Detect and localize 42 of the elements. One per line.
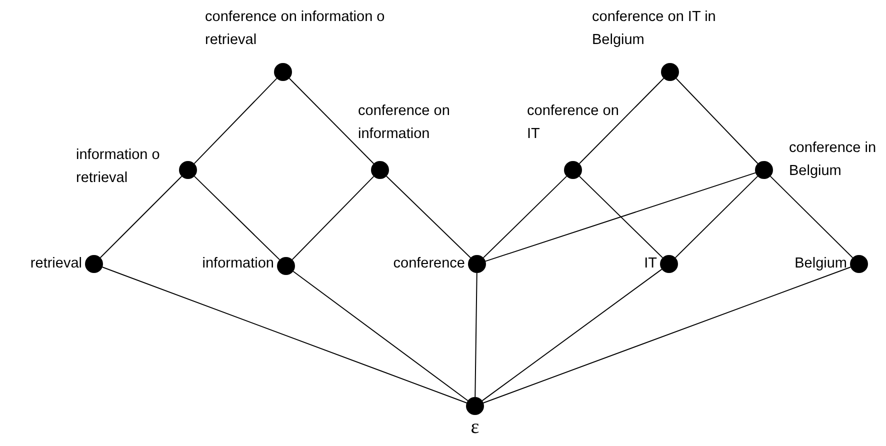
connector-line bbox=[578, 176, 664, 258]
lattice-node-dot bbox=[755, 161, 773, 179]
lattice-node-dot bbox=[466, 397, 484, 415]
lattice-node-dot bbox=[661, 63, 679, 81]
node-label: conference on IT bbox=[527, 102, 620, 144]
connector-line bbox=[482, 176, 568, 258]
node-label: conference on information bbox=[358, 102, 451, 144]
lattice-node-dot bbox=[468, 255, 486, 273]
lattice-node-dot bbox=[274, 63, 292, 81]
connector-line bbox=[386, 176, 472, 258]
connector-line bbox=[482, 266, 852, 404]
lattice-node-dot bbox=[179, 161, 197, 179]
connector-line bbox=[100, 176, 182, 258]
connector-line bbox=[288, 78, 374, 164]
lattice-node-dot bbox=[85, 255, 103, 273]
connector-line bbox=[292, 176, 374, 260]
connector-line bbox=[474, 272, 478, 398]
lattice-node-dot bbox=[371, 161, 389, 179]
node-label: information bbox=[202, 254, 274, 274]
connector-line bbox=[676, 78, 758, 164]
connector-line bbox=[194, 78, 278, 164]
connector-line bbox=[485, 172, 756, 262]
node-label: information o retrieval bbox=[76, 146, 161, 188]
lattice-node-dot bbox=[564, 161, 582, 179]
node-label: conference on IT in Belgium bbox=[592, 8, 717, 50]
connector-line bbox=[674, 176, 758, 258]
node-label: retrieval bbox=[30, 254, 82, 274]
lattice-node-dot bbox=[660, 255, 678, 273]
connector-line bbox=[578, 78, 664, 164]
lattice-node-dot bbox=[850, 255, 868, 273]
node-label: conference bbox=[393, 254, 465, 274]
node-label: conference in Belgium bbox=[789, 139, 878, 181]
connector-line bbox=[292, 270, 468, 402]
lattice-node-dot bbox=[277, 257, 295, 275]
node-label: Belgium bbox=[794, 254, 847, 274]
node-label: conference on information o retrieval bbox=[205, 8, 386, 50]
connector-line bbox=[770, 176, 854, 258]
connector-line bbox=[194, 176, 280, 260]
node-label: ε bbox=[470, 416, 480, 439]
connector-line bbox=[482, 268, 662, 402]
connector-line bbox=[102, 266, 468, 404]
node-label: IT bbox=[644, 254, 657, 274]
